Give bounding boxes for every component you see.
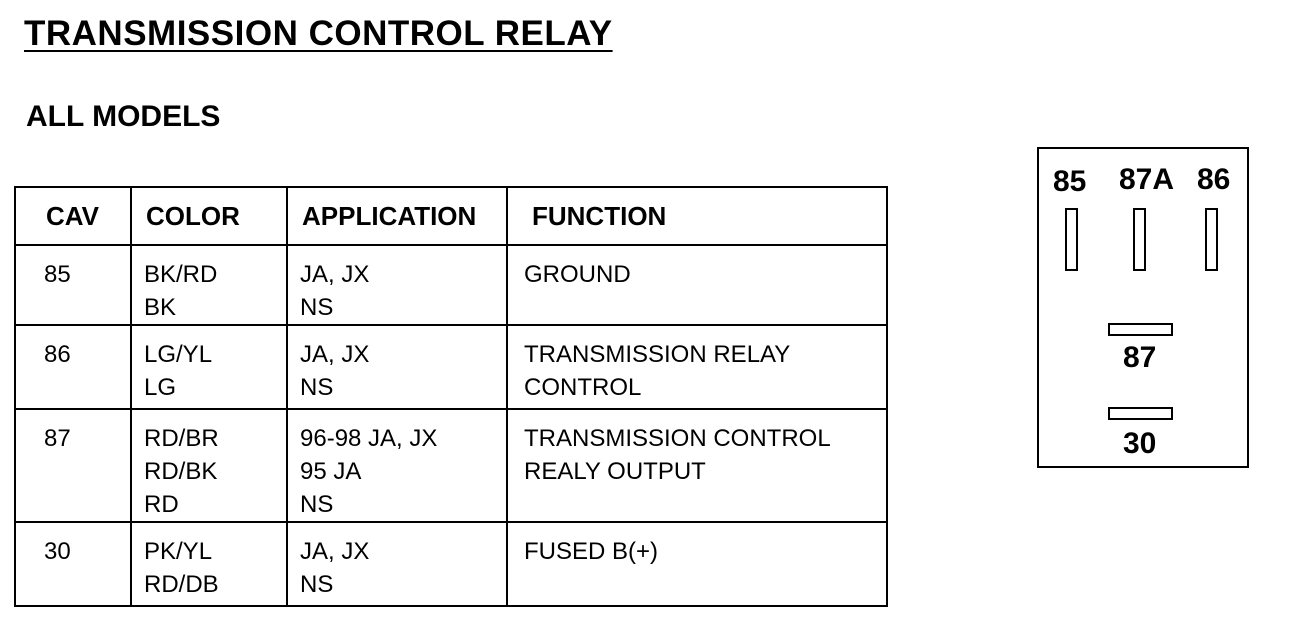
terminal-slot-85 bbox=[1065, 208, 1078, 271]
pin-label-86: 86 bbox=[1197, 163, 1231, 196]
color-line: RD/BR bbox=[144, 425, 219, 452]
application-cell: JA, JX NS bbox=[286, 324, 508, 410]
color-line: BK bbox=[144, 294, 177, 321]
header-function: FUNCTION bbox=[506, 186, 888, 246]
function-line: CONTROL bbox=[524, 374, 642, 401]
color-line: RD/DB bbox=[144, 571, 219, 598]
terminal-slot-87a bbox=[1133, 208, 1146, 271]
terminal-slot-30 bbox=[1108, 407, 1173, 420]
page-title: TRANSMISSION CONTROL RELAY bbox=[24, 14, 613, 53]
color-line: RD/BK bbox=[144, 458, 218, 485]
pin-label-85: 85 bbox=[1053, 165, 1087, 198]
header-cav: CAV bbox=[14, 186, 132, 246]
pin-label-87a: 87A bbox=[1119, 163, 1175, 196]
application-line: NS bbox=[300, 294, 334, 321]
pin-label-30: 30 bbox=[1123, 427, 1157, 460]
table-row: 86 LG/YL LG JA, JX NS TRANSMISSION RELAY… bbox=[14, 324, 888, 410]
function-line: TRANSMISSION RELAY bbox=[524, 341, 791, 368]
application-line: 95 JA bbox=[300, 458, 362, 485]
header-color: COLOR bbox=[130, 186, 288, 246]
header-application: APPLICATION bbox=[286, 186, 508, 246]
function-line: TRANSMISSION CONTROL bbox=[524, 425, 831, 452]
table-row: 30 PK/YL RD/DB JA, JX NS FUSED B(+) bbox=[14, 521, 888, 607]
page-subtitle: ALL MODELS bbox=[26, 100, 221, 133]
cav-cell: 30 bbox=[14, 521, 132, 607]
color-cell: RD/BR RD/BK RD bbox=[130, 408, 288, 523]
function-line: GROUND bbox=[524, 261, 631, 288]
table-row: 87 RD/BR RD/BK RD 96-98 JA, JX 95 JA NS … bbox=[14, 408, 888, 523]
function-cell: GROUND bbox=[506, 244, 888, 326]
pin-label-87: 87 bbox=[1123, 341, 1157, 374]
table-row: 85 BK/RD BK JA, JX NS GROUND bbox=[14, 244, 888, 326]
application-cell: 96-98 JA, JX 95 JA NS bbox=[286, 408, 508, 523]
function-cell: FUSED B(+) bbox=[506, 521, 888, 607]
terminal-slot-86 bbox=[1205, 208, 1218, 271]
function-line: FUSED B(+) bbox=[524, 538, 659, 565]
function-cell: TRANSMISSION RELAY CONTROL bbox=[506, 324, 888, 410]
color-cell: LG/YL LG bbox=[130, 324, 288, 410]
application-line: 96-98 JA, JX bbox=[300, 425, 438, 452]
cav-cell: 86 bbox=[14, 324, 132, 410]
terminal-slot-87 bbox=[1108, 323, 1173, 336]
function-line: REALY OUTPUT bbox=[524, 458, 706, 485]
cav-cell: 87 bbox=[14, 408, 132, 523]
application-line: JA, JX bbox=[300, 538, 370, 565]
relay-connector-diagram: 85 87A 86 87 30 bbox=[1037, 147, 1249, 468]
application-line: JA, JX bbox=[300, 341, 370, 368]
color-line: RD bbox=[144, 491, 179, 518]
application-line: NS bbox=[300, 374, 334, 401]
color-line: LG bbox=[144, 374, 177, 401]
application-cell: JA, JX NS bbox=[286, 521, 508, 607]
function-cell: TRANSMISSION CONTROL REALY OUTPUT bbox=[506, 408, 888, 523]
color-line: PK/YL bbox=[144, 538, 213, 565]
application-line: NS bbox=[300, 571, 334, 598]
color-cell: PK/YL RD/DB bbox=[130, 521, 288, 607]
application-cell: JA, JX NS bbox=[286, 244, 508, 326]
color-line: BK/RD bbox=[144, 261, 218, 288]
application-line: JA, JX bbox=[300, 261, 370, 288]
color-line: LG/YL bbox=[144, 341, 213, 368]
pinout-table: CAV COLOR APPLICATION FUNCTION 85 BK/RD … bbox=[14, 186, 888, 607]
cav-cell: 85 bbox=[14, 244, 132, 326]
color-cell: BK/RD BK bbox=[130, 244, 288, 326]
application-line: NS bbox=[300, 491, 334, 518]
table-header-row: CAV COLOR APPLICATION FUNCTION bbox=[14, 186, 888, 246]
